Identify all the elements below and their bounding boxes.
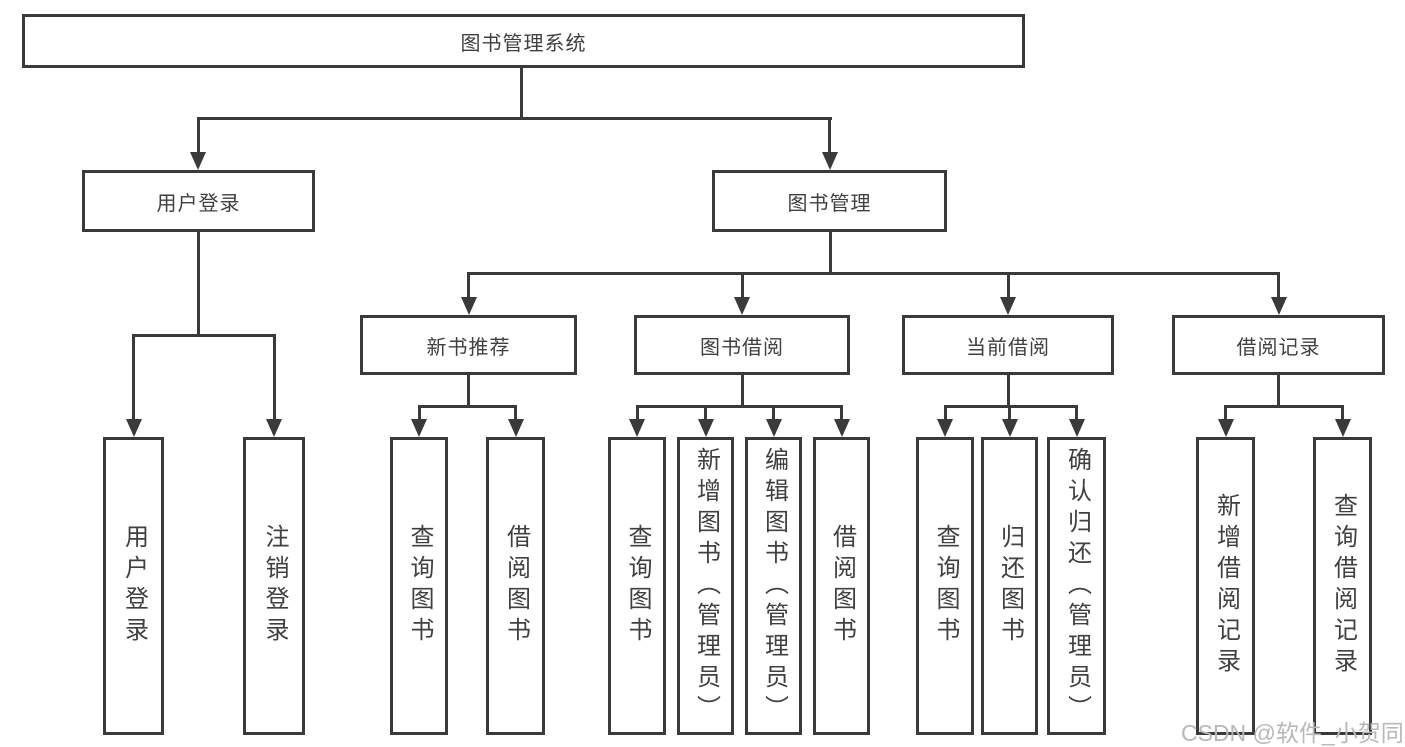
arrow-down-icon	[698, 419, 714, 437]
connector-line	[828, 117, 831, 155]
node-label: 当前借阅	[966, 336, 1050, 359]
leaf-borrow-books-recommend: 借阅图书	[486, 437, 545, 735]
connector-line	[197, 230, 200, 337]
connector-line	[944, 405, 947, 421]
connector-line	[1075, 405, 1078, 421]
arrow-down-icon	[461, 297, 477, 315]
connector-line	[1277, 272, 1280, 300]
node-label: 新增借阅记录	[1212, 493, 1240, 679]
node-new-book-recommendation: 新书推荐	[360, 315, 577, 375]
connector-line	[944, 405, 1078, 408]
node-label: 注销登录	[261, 524, 288, 648]
node-label: 新增图书（管理员）	[692, 446, 720, 726]
arrow-down-icon	[190, 152, 206, 170]
arrow-down-icon	[126, 419, 142, 437]
node-borrowing-records: 借阅记录	[1172, 315, 1385, 375]
connector-line	[197, 117, 200, 155]
connector-line	[467, 272, 470, 300]
node-label: 用户登录	[120, 524, 148, 648]
connector-line	[418, 405, 421, 421]
node-label: 确认归还（管理员）	[1063, 446, 1091, 726]
connector-line	[1341, 405, 1344, 421]
connector-line	[636, 405, 843, 408]
leaf-logout: 注销登录	[243, 437, 305, 735]
connector-line	[132, 334, 135, 421]
node-label: 借阅记录	[1236, 336, 1321, 359]
node-label: 图书借阅	[700, 336, 784, 359]
connector-line	[514, 405, 517, 421]
arrow-down-icon	[734, 297, 750, 315]
leaf-query-books-borrowing: 查询图书	[608, 437, 666, 735]
node-label: 图书管理	[787, 192, 872, 215]
connector-line	[772, 405, 775, 421]
node-label: 用户登录	[156, 192, 241, 215]
node-label: 查询图书	[624, 524, 651, 648]
arrow-down-icon	[937, 419, 953, 437]
node-current-borrowing: 当前借阅	[902, 315, 1114, 375]
connector-line	[132, 334, 276, 337]
arrow-down-icon	[1218, 419, 1234, 437]
connector-line	[704, 405, 707, 421]
arrow-down-icon	[834, 419, 850, 437]
node-label: 查询图书	[932, 524, 959, 648]
leaf-add-books-admin: 新增图书（管理员）	[677, 437, 734, 735]
connector-line	[418, 405, 517, 408]
node-label: 归还图书	[996, 524, 1024, 648]
connector-line	[520, 66, 523, 119]
connector-line	[467, 375, 470, 408]
arrow-down-icon	[508, 419, 524, 437]
node-label: 图书管理系统	[460, 32, 587, 55]
arrow-down-icon	[629, 419, 645, 437]
csdn-watermark: CSDN @软件_小贺同学	[1181, 720, 1405, 746]
leaf-add-borrow-record: 新增借阅记录	[1196, 437, 1255, 735]
leaf-query-borrow-record: 查询借阅记录	[1313, 437, 1372, 735]
node-library-management-system: 图书管理系统	[22, 14, 1025, 68]
connector-line	[1224, 405, 1227, 421]
arrow-down-icon	[1000, 297, 1016, 315]
leaf-borrow-books: 借阅图书	[813, 437, 870, 735]
arrow-down-icon	[411, 419, 427, 437]
connector-line	[840, 405, 843, 421]
node-book-borrowing: 图书借阅	[634, 315, 850, 375]
connector-line	[741, 375, 744, 408]
node-label: 借阅图书	[828, 524, 856, 648]
arrow-down-icon	[1002, 419, 1018, 437]
arrow-down-icon	[822, 152, 838, 170]
arrow-down-icon	[766, 419, 782, 437]
leaf-return-books: 归还图书	[981, 437, 1038, 735]
connector-line	[467, 272, 1280, 275]
connector-line	[741, 272, 744, 300]
arrow-down-icon	[1335, 419, 1351, 437]
leaf-confirm-return-admin: 确认归还（管理员）	[1047, 437, 1106, 735]
leaf-query-books-current: 查询图书	[916, 437, 974, 735]
arrow-down-icon	[1271, 297, 1287, 315]
connector-line	[829, 230, 832, 275]
node-label: 查询图书	[406, 524, 433, 648]
node-user-login: 用户登录	[82, 170, 315, 232]
leaf-user-login: 用户登录	[103, 437, 164, 735]
connector-line	[1277, 375, 1280, 408]
leaf-query-books-recommend: 查询图书	[390, 437, 448, 735]
connector-line	[273, 334, 276, 421]
node-label: 编辑图书（管理员）	[760, 446, 788, 726]
node-book-management: 图书管理	[712, 170, 947, 232]
arrow-down-icon	[1069, 419, 1085, 437]
node-label: 新书推荐	[426, 336, 511, 359]
node-label: 查询借阅记录	[1329, 493, 1357, 679]
connector-line	[197, 117, 832, 120]
arrow-down-icon	[266, 419, 282, 437]
node-label: 借阅图书	[502, 524, 530, 648]
connector-line	[636, 405, 639, 421]
connector-line	[1007, 272, 1010, 300]
leaf-edit-books-admin: 编辑图书（管理员）	[745, 437, 802, 735]
connector-line	[1224, 405, 1344, 408]
connector-line	[1008, 405, 1011, 421]
connector-line	[1007, 375, 1010, 408]
